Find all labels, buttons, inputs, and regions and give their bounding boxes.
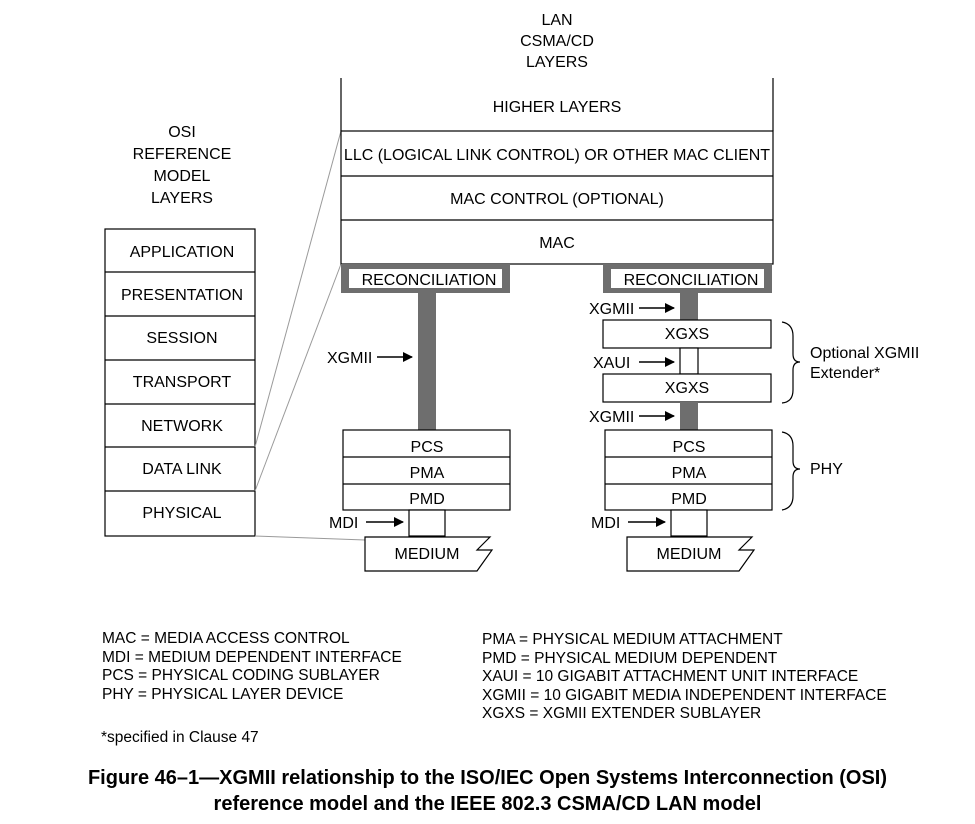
right-xgxs-top-box	[602, 319, 772, 349]
right-pcs-label: PCS	[673, 439, 706, 456]
lan-header-line-1: LAN	[541, 12, 572, 29]
right-mdi-connector	[670, 509, 708, 537]
caption-line-2: reference model and the IEEE 802.3 CSMA/…	[213, 793, 762, 815]
right-xgmii-top-label: XGMII	[589, 301, 634, 318]
lan-header-line-3: LAYERS	[526, 54, 588, 71]
osi-lan-diagram: LAN CSMA/CD LAYERS OSI REFERENCE MODEL L…	[104, 12, 919, 572]
right-pmd-label: PMD	[671, 491, 707, 508]
osi-layer-application: APPLICATION	[130, 244, 235, 261]
osi-layer-presentation: PRESENTATION	[121, 287, 243, 304]
right-reconciliation-box	[603, 264, 772, 293]
osi-stack	[104, 228, 256, 537]
legend-item: XGMII = 10 GIGABIT MEDIA INDEPENDENT INT…	[482, 686, 887, 704]
osi-header-line-4: LAYERS	[151, 190, 213, 207]
osi-stack-frame	[104, 228, 256, 537]
mac-label: MAC	[539, 235, 575, 252]
osi-to-lan-connectors	[254, 130, 366, 541]
legend-item: MAC = MEDIA ACCESS CONTROL	[102, 630, 350, 647]
higher-layers-label: HIGHER LAYERS	[493, 99, 622, 116]
lan-header-line-2: CSMA/CD	[520, 33, 594, 50]
legend-item: PHY = PHYSICAL LAYER DEVICE	[102, 685, 344, 703]
osi-layer-physical: PHYSICAL	[142, 505, 221, 522]
right-xgxs-bottom-box	[602, 373, 772, 403]
legend-item: MDI = MEDIUM DEPENDENT INTERFACE	[102, 648, 402, 666]
footnote: *specified in Clause 47	[101, 729, 259, 746]
osi-layer-transport: TRANSPORT	[133, 374, 232, 391]
osi-header-line-3: MODEL	[154, 168, 211, 185]
legend-item: XAUI = 10 GIGABIT ATTACHMENT UNIT INTERF…	[482, 668, 859, 685]
right-xaui-label: XAUI	[593, 355, 630, 372]
legend-item: PMD = PHYSICAL MEDIUM DEPENDENT	[482, 649, 778, 667]
right-xgxs-bottom-label: XGXS	[665, 380, 709, 397]
right-xaui-link	[679, 347, 699, 375]
left-medium-label: MEDIUM	[395, 546, 460, 563]
left-pma-label: PMA	[410, 465, 445, 482]
left-pcs-label: PCS	[411, 439, 444, 456]
right-medium-label: MEDIUM	[657, 546, 722, 563]
right-medium-shape	[626, 536, 756, 572]
left-mdi-label: MDI	[329, 515, 358, 532]
osi-layer-network: NETWORK	[141, 418, 223, 435]
caption-line-1: Figure 46–1—XGMII relationship to the IS…	[87, 767, 888, 789]
legend-left: MAC = MEDIA ACCESS CONTROL MDI = MEDIUM …	[102, 630, 402, 704]
lan-upper-stack	[340, 78, 774, 265]
left-medium-shape	[364, 536, 494, 572]
left-xgmii-label: XGMII	[327, 350, 372, 367]
osi-layer-session: SESSION	[146, 330, 217, 347]
mac-control-label: MAC CONTROL (OPTIONAL)	[450, 191, 664, 208]
right-mdi-label: MDI	[591, 515, 620, 532]
extender-label-line-2: Extender*	[810, 365, 880, 382]
legend-item: XGXS = XGMII EXTENDER SUBLAYER	[482, 705, 762, 722]
osi-layer-data-link: DATA LINK	[142, 461, 222, 478]
legend-item: PCS = PHYSICAL CODING SUBLAYER	[102, 667, 380, 684]
left-pmd-label: PMD	[409, 491, 445, 508]
legend-item: PMA = PHYSICAL MEDIUM ATTACHMENT	[482, 631, 783, 648]
left-reconciliation-label: RECONCILIATION	[362, 272, 497, 289]
extender-bracket	[781, 321, 801, 404]
osi-header-line-2: REFERENCE	[133, 146, 232, 163]
osi-header-line-1: OSI	[168, 124, 196, 141]
phy-bracket	[781, 431, 801, 511]
figure-caption: Figure 46–1—XGMII relationship to the IS…	[0, 765, 975, 817]
right-xgmii-top-bar	[680, 293, 698, 320]
left-xgmii-bar	[418, 293, 436, 430]
right-xgmii-bottom-bar	[680, 402, 698, 430]
right-pma-label: PMA	[672, 465, 707, 482]
left-reconciliation-box	[341, 264, 510, 293]
right-xgmii-bottom-label: XGMII	[589, 409, 634, 426]
phy-label: PHY	[810, 461, 843, 478]
left-mdi-connector	[408, 509, 446, 537]
extender-label-line-1: Optional XGMII	[810, 345, 919, 362]
right-xgxs-top-label: XGXS	[665, 326, 709, 343]
right-reconciliation-label: RECONCILIATION	[624, 272, 759, 289]
llc-label: LLC (LOGICAL LINK CONTROL) OR OTHER MAC …	[344, 147, 770, 164]
legend-right: PMA = PHYSICAL MEDIUM ATTACHMENT PMD = P…	[482, 631, 887, 724]
